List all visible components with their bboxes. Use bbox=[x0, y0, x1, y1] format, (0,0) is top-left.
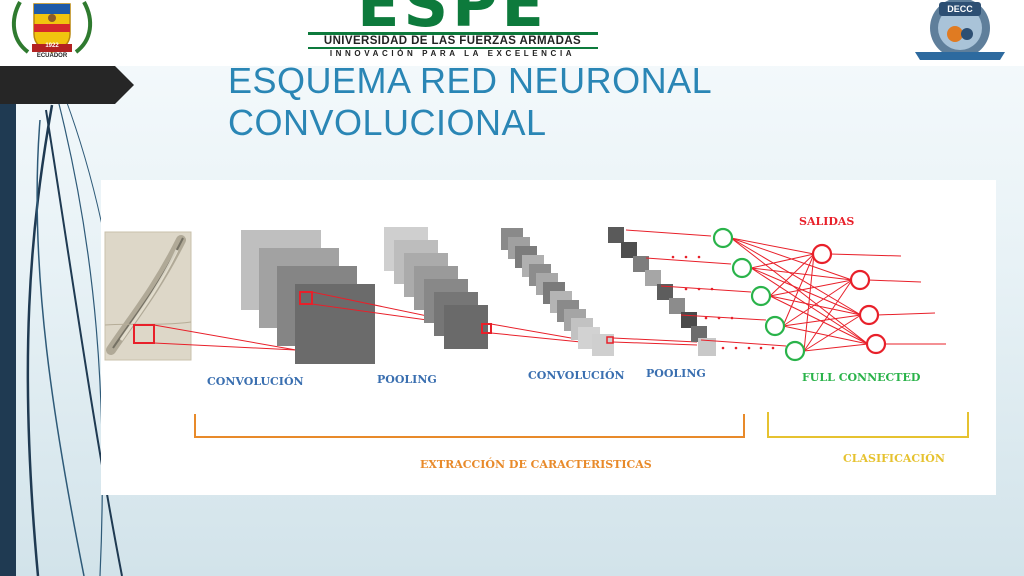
feature-map bbox=[444, 305, 488, 349]
fc-node bbox=[712, 227, 734, 249]
output-node bbox=[811, 243, 833, 265]
connector-line bbox=[612, 337, 698, 343]
slide-title: ESQUEMA RED NEURONAL CONVOLUCIONAL bbox=[228, 60, 928, 144]
fc-nodes bbox=[712, 227, 806, 362]
slide-arrow-tab bbox=[0, 66, 134, 104]
output-node bbox=[849, 269, 871, 291]
label-outputs: SALIDAS bbox=[799, 215, 854, 228]
label-classification: CLASIFICACIÓN bbox=[843, 451, 945, 465]
feature-map bbox=[698, 338, 716, 356]
espe-motto: INNOVACIÓN PARA LA EXCELENCIA bbox=[329, 49, 576, 58]
pool2-feature-maps bbox=[608, 227, 716, 356]
slide-title-line-2: CONVOLUCIONAL bbox=[228, 102, 547, 143]
fc-node bbox=[731, 257, 753, 279]
label-pool2: POOLING bbox=[646, 367, 706, 380]
label-pool1: POOLING bbox=[377, 373, 437, 386]
label-feature-extraction: EXTRACCIÓN DE CARACTERISTICAS bbox=[420, 457, 652, 471]
connector-line bbox=[153, 324, 297, 351]
cnn-diagram-canvas: CONVOLUCIÓN POOLING CONVOLUCIÓN POOLING … bbox=[104, 215, 969, 471]
espe-logo: ESPE UNIVERSIDAD DE LAS FUERZAS ARMADAS … bbox=[300, 0, 605, 62]
flatten-connectors bbox=[625, 229, 787, 350]
espe-divider-top bbox=[308, 32, 598, 35]
feature-map bbox=[645, 270, 661, 286]
input-receptive-field bbox=[133, 324, 155, 344]
feature-map bbox=[657, 284, 673, 300]
decc-logo: DECC bbox=[905, 0, 1015, 64]
input-image bbox=[104, 231, 192, 361]
ecuador-year: 1922 bbox=[45, 43, 59, 49]
decc-text: DECC bbox=[947, 4, 973, 14]
fc-node bbox=[750, 285, 772, 307]
classification-bracket bbox=[767, 412, 969, 438]
feature-map bbox=[621, 242, 637, 258]
conv1-feature-maps bbox=[241, 230, 375, 364]
ecuador-crest-logo: 1922 ECUADOR bbox=[6, 0, 98, 64]
feature-map bbox=[633, 256, 649, 272]
ecuador-caption: ECUADOR bbox=[36, 53, 68, 59]
left-decorative-band bbox=[0, 99, 130, 576]
label-conv2: CONVOLUCIÓN bbox=[528, 368, 625, 382]
pool1-receptive-field bbox=[481, 323, 492, 334]
conv2-receptive-field bbox=[606, 336, 614, 344]
feature-map bbox=[592, 334, 614, 356]
espe-divider-bottom bbox=[308, 47, 598, 49]
connector-line bbox=[153, 342, 297, 351]
output-node bbox=[858, 304, 880, 326]
slide-title-line-1: ESQUEMA RED NEURONAL bbox=[228, 60, 713, 101]
fc-edges bbox=[730, 237, 946, 352]
label-full-connected: FULL CONNECTED bbox=[802, 371, 921, 384]
feature-map bbox=[669, 298, 685, 314]
pool1-feature-maps bbox=[384, 227, 488, 349]
connector-line bbox=[612, 341, 698, 346]
fc-node bbox=[784, 340, 806, 362]
output-node bbox=[865, 333, 887, 355]
espe-wordmark: ESPE bbox=[357, 0, 548, 41]
feature-map bbox=[681, 312, 697, 328]
label-conv1: CONVOLUCIÓN bbox=[207, 374, 304, 388]
feature-map bbox=[295, 284, 375, 364]
conv1-receptive-field bbox=[299, 291, 313, 305]
conv2-feature-maps bbox=[501, 228, 614, 356]
output-nodes bbox=[811, 243, 887, 355]
espe-university-name: UNIVERSIDAD DE LAS FUERZAS ARMADAS bbox=[323, 35, 582, 47]
cnn-diagram: CONVOLUCIÓN POOLING CONVOLUCIÓN POOLING … bbox=[101, 180, 996, 495]
features-bracket bbox=[194, 414, 745, 438]
feature-map bbox=[608, 227, 624, 243]
fc-node bbox=[764, 315, 786, 337]
